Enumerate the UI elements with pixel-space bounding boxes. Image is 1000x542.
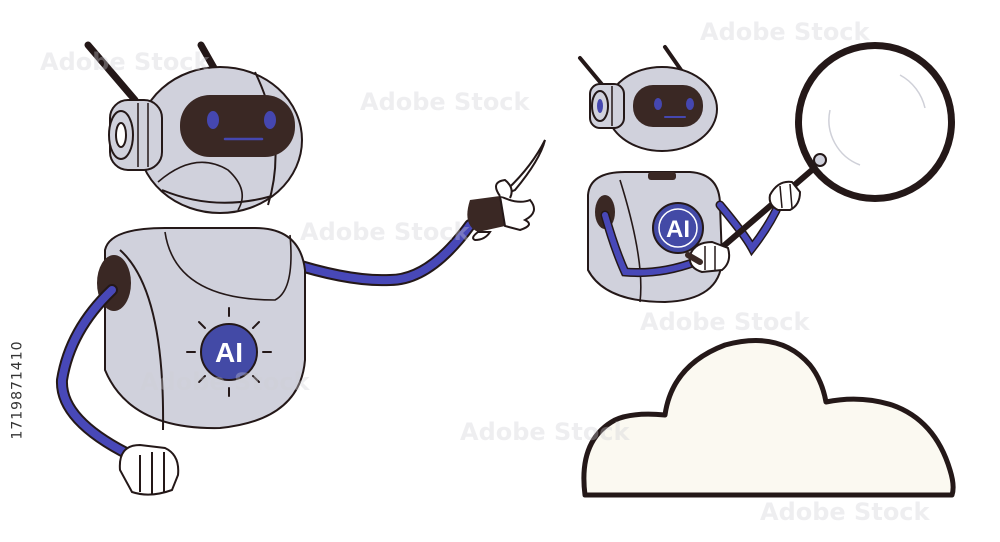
left-robot-ear [108,99,163,171]
left-robot-pointing-hand [467,139,546,242]
left-robot-lower-hand [118,443,180,496]
svg-text:Adobe Stock: Adobe Stock [140,368,311,396]
left-robot: AI [55,41,546,496]
right-robot-head [589,66,718,152]
left-robot-lower-arm [55,284,136,461]
ai-chip-icon: AI [186,307,272,397]
svg-text:Adobe Stock: Adobe Stock [360,88,531,116]
right-robot-ear [589,83,625,129]
right-chip-label: AI [666,216,690,243]
right-robot: AI [578,42,955,304]
left-chip-label: AI [215,337,243,368]
stock-id-label: 1719871410 [10,340,27,440]
right-robot-hands [685,180,802,274]
left-visor [180,95,295,157]
left-eye-left [207,111,219,129]
left-robot-pointing-arm [282,219,476,287]
svg-text:Adobe Stock: Adobe Stock [300,218,471,246]
ai-chip-icon: AI [652,202,704,254]
svg-text:Adobe Stock: Adobe Stock [700,18,871,46]
right-robot-arms [600,197,785,278]
svg-text:Adobe Stock: Adobe Stock [40,48,211,76]
svg-text:Adobe Stock: Adobe Stock [760,498,931,526]
stock-watermark: Adobe Stock Adobe Stock Adobe Stock Adob… [40,18,931,526]
magnifier-icon [702,42,955,265]
left-eye-right [264,111,276,129]
left-robot-torso: AI [97,227,306,431]
svg-text:Adobe Stock: Adobe Stock [460,418,631,446]
cloud-icon [581,338,956,498]
svg-text:Adobe Stock: Adobe Stock [640,308,811,336]
left-robot-head [108,66,303,214]
